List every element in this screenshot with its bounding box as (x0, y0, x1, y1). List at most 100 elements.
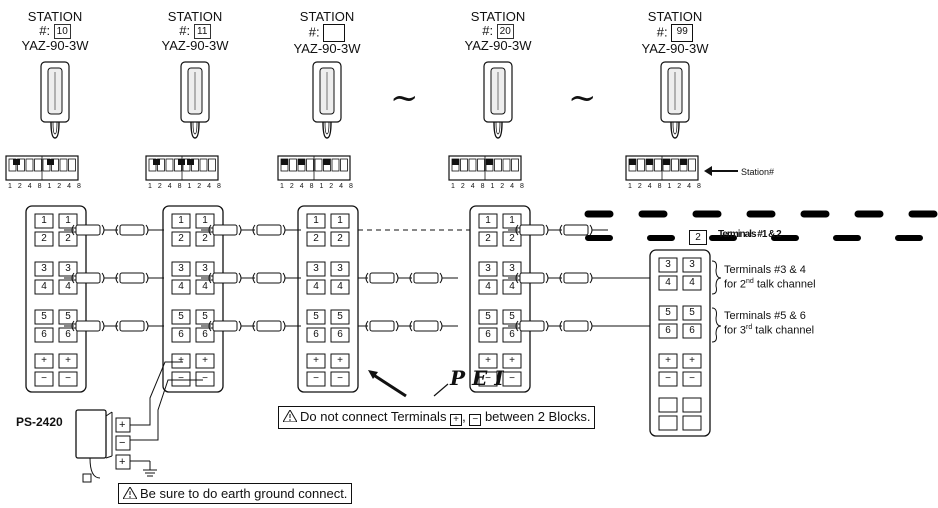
terminal-label: + (65, 355, 71, 366)
dip-switch-20 (448, 155, 522, 181)
terminal-label: + (689, 355, 695, 366)
terminal-label: − (337, 373, 343, 384)
terminal-label: 1 (313, 215, 319, 226)
terminal-label: + (509, 355, 515, 366)
psu-terminal-minus (115, 435, 131, 451)
tilde-separator: ~ (568, 78, 597, 118)
station-model: YAZ-90-3W (161, 38, 229, 54)
plus-terminal-icon: + (450, 414, 463, 426)
psu-plus-label: + (119, 419, 126, 431)
terminal-label: 2 (337, 233, 343, 244)
warning-pointer-arrow (433, 383, 449, 397)
terminal-label: 5 (313, 311, 319, 322)
terminal-label: − (202, 373, 208, 384)
terminal-label: 5 (509, 311, 515, 322)
terminal-label: 3 (202, 263, 208, 274)
terminal-label: 2 (202, 233, 208, 244)
terminal-label: 6 (65, 329, 71, 340)
channel-3-note: Terminals #5 & 6 for 3rd talk channel (724, 310, 815, 337)
terminal-label: 4 (509, 281, 515, 292)
warning-pointer-arrow (371, 372, 407, 398)
terminal-label: 6 (41, 329, 47, 340)
station-title: STATION (27, 9, 83, 24)
terminal-label: 4 (337, 281, 343, 292)
terminal-label: 6 (689, 325, 695, 336)
station-model: YAZ-90-3W (641, 41, 709, 56)
terminal-label: + (313, 355, 319, 366)
warning-terminals-box: Do not connect Terminals +, − between 2 … (278, 406, 596, 429)
terminal-label: 4 (313, 281, 319, 292)
terminal-label: 3 (313, 263, 319, 274)
terminal-label: 5 (689, 307, 695, 318)
dip-scale-20: 1 2 4 8 1 2 4 8 (451, 183, 526, 190)
terminal-label: 3 (689, 259, 695, 270)
station-title: STATION (299, 9, 355, 24)
psu-terminal-ground (115, 454, 131, 470)
station-title: STATION (470, 9, 526, 24)
station-model: YAZ-90-3W (464, 38, 532, 54)
station-number-line: #: 20 (443, 24, 553, 40)
psu-terminal-plus (115, 417, 131, 433)
handset-station-10 (40, 61, 70, 139)
station-number-line: #: 99 (620, 24, 730, 42)
station-header-20: STATION #: 20 YAZ-90-3W (443, 10, 553, 53)
dip-switch-blank (277, 155, 351, 181)
station-number-box: 11 (193, 24, 211, 40)
terminal-label: 3 (65, 263, 71, 274)
terminal-label: 6 (665, 325, 671, 336)
warning-ground-box: Be sure to do earth ground connect. (118, 483, 353, 504)
brace-ch2 (711, 260, 722, 295)
terminal-label: 5 (202, 311, 208, 322)
terminal-label: 5 (485, 311, 491, 322)
station-number-box (323, 24, 346, 42)
terminal-label: − (313, 373, 319, 384)
terminal-label: 2 (178, 233, 184, 244)
terminal-label: 2 (485, 233, 491, 244)
terminal-label: + (337, 355, 343, 366)
handset-station-blank (312, 61, 342, 139)
station-number-box: 99 (671, 24, 694, 42)
station-header-10: STATION #: 10 YAZ-90-3W (0, 10, 110, 53)
terminal-label: + (665, 355, 671, 366)
terminal-label: 3 (178, 263, 184, 274)
terminal-label: + (485, 355, 491, 366)
tilde-separator: ~ (390, 78, 419, 118)
terminal-label: + (202, 355, 208, 366)
psu-ground-plus-label: + (119, 456, 126, 468)
terminal-label: 6 (337, 329, 343, 340)
pei-text: P E I (450, 366, 504, 390)
terminal-label: 4 (689, 277, 695, 288)
terminal-label: 2 (65, 233, 71, 244)
dip-scale-blank: 1 2 4 8 1 2 4 8 (280, 183, 355, 190)
dip-scale-99: 1 2 4 8 1 2 4 8 (628, 183, 703, 190)
terminal-label: − (665, 373, 671, 384)
terminal-label: 3 (337, 263, 343, 274)
channel-1-box: 2 (689, 230, 707, 245)
terminal-label: 1 (485, 215, 491, 226)
talk-channel-2-wiring (63, 272, 650, 284)
channel-2-note: Terminals #3 & 4 for 2nd talk channel (724, 264, 816, 291)
brace-ch3 (711, 307, 722, 343)
terminal-label: − (485, 373, 491, 384)
channel-1-dashed-overlay (584, 210, 938, 241)
terminal-label: 1 (178, 215, 184, 226)
power-supply-icon (75, 409, 113, 483)
power-supply-label: PS-2420 (16, 415, 63, 429)
terminal-label: 6 (313, 329, 319, 340)
terminal-label: 6 (178, 329, 184, 340)
handset-station-11 (180, 61, 210, 139)
terminal-label: 1 (509, 215, 515, 226)
warning-triangle-icon (123, 487, 137, 499)
terminal-label: 6 (509, 329, 515, 340)
talk-channel-1-wiring (63, 224, 609, 236)
terminal-label: 3 (485, 263, 491, 274)
terminal-label: 3 (665, 259, 671, 270)
terminal-label: 2 (41, 233, 47, 244)
warning-triangle-icon (283, 410, 297, 422)
station-title: STATION (167, 9, 223, 24)
handset-station-99 (660, 61, 690, 139)
station-header-99: STATION #: 99 YAZ-90-3W (620, 10, 730, 56)
dip-switch-11 (145, 155, 219, 181)
dip-switch-10 (5, 155, 79, 181)
